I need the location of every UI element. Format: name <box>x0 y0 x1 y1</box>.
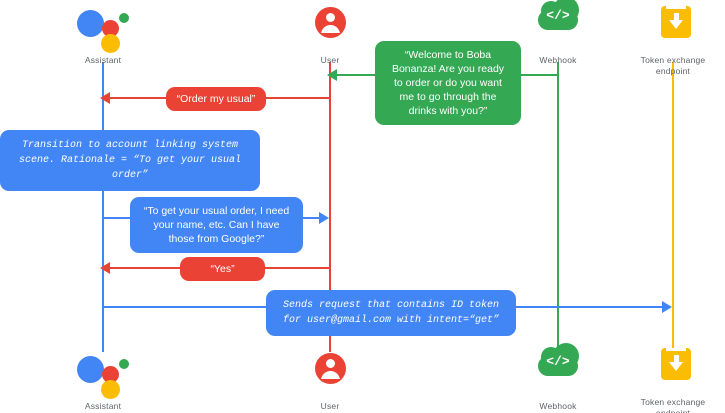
token-endpoint-download-icon <box>645 4 701 50</box>
user-body-shape <box>321 371 340 379</box>
webhook-cloud-icon: </> <box>530 343 586 396</box>
message-transition-note: Transition to account linking system sce… <box>0 130 260 191</box>
download-arrow-head <box>669 20 683 29</box>
actor-label-user: User <box>320 55 340 65</box>
actor-user-bottom: User <box>265 350 395 412</box>
user-head-shape <box>326 359 335 368</box>
actor-label-token-endpoint: Token exchange endpoint <box>640 397 706 413</box>
message-order-my-usual: “Order my usual” <box>166 87 266 111</box>
message-welcome: “Welcome to Boba Bonanza! Are you ready … <box>375 41 521 125</box>
webhook-cloud-icon: </> <box>530 0 586 50</box>
token-notch-shape <box>666 348 686 351</box>
user-avatar-icon <box>302 350 358 396</box>
lifeline-webhook <box>557 62 559 352</box>
code-brackets-glyph: </> <box>546 8 570 23</box>
arrow-head-welcome <box>327 69 337 81</box>
actor-assistant-top: Assistant <box>38 4 168 66</box>
assistant-dot-red <box>102 20 119 37</box>
actor-label-webhook: Webhook <box>539 55 577 65</box>
cloud-shape <box>538 343 579 376</box>
token-notch-shape <box>666 6 686 9</box>
assistant-dot-green <box>119 13 129 23</box>
actor-webhook-bottom: </> Webhook <box>493 343 623 412</box>
actor-label-assistant: Assistant <box>84 401 122 411</box>
actor-label-assistant: Assistant <box>84 55 122 65</box>
arrow-head-sends-request <box>662 301 672 313</box>
message-sends-request: Sends request that contains ID token for… <box>266 290 516 336</box>
actor-label-user: User <box>320 401 340 411</box>
message-need-name: “To get your usual order, I need your na… <box>130 197 303 253</box>
user-avatar-icon <box>302 4 358 50</box>
arrow-head-need-name <box>319 212 329 224</box>
assistant-dot-red <box>102 366 119 383</box>
download-arrow-stem <box>674 13 679 22</box>
lifeline-token-endpoint <box>672 62 674 352</box>
actor-webhook-top: </> Webhook <box>493 0 623 66</box>
assistant-dot-yellow <box>101 380 120 399</box>
actor-label-token-endpoint: Token exchange endpoint <box>640 55 706 76</box>
user-head-shape <box>326 13 335 22</box>
actor-token-endpoint-top: Token exchange endpoint <box>608 4 725 77</box>
lifeline-assistant <box>102 62 104 352</box>
download-arrow-head <box>669 362 683 371</box>
actor-label-webhook: Webhook <box>539 401 577 411</box>
download-arrow-stem <box>674 355 679 364</box>
assistant-dot-yellow <box>101 34 120 53</box>
arrow-head-yes <box>100 262 110 274</box>
code-brackets-glyph: </> <box>546 354 570 369</box>
google-assistant-icon <box>75 350 131 399</box>
assistant-dot-blue <box>77 356 104 383</box>
assistant-dot-blue <box>77 10 104 37</box>
cloud-shape <box>538 0 579 30</box>
message-yes: “Yes” <box>180 257 265 281</box>
assistant-dot-green <box>119 359 129 369</box>
actor-token-endpoint-bottom: Token exchange endpoint <box>608 346 725 413</box>
user-circle-shape <box>315 7 346 38</box>
lifeline-user <box>329 62 331 352</box>
token-endpoint-download-icon <box>645 346 701 392</box>
actor-user-top: User <box>265 4 395 66</box>
arrow-head-order-my-usual <box>100 92 110 104</box>
user-body-shape <box>321 25 340 33</box>
user-circle-shape <box>315 353 346 384</box>
actor-assistant-bottom: Assistant <box>38 350 168 412</box>
google-assistant-icon <box>75 4 131 53</box>
